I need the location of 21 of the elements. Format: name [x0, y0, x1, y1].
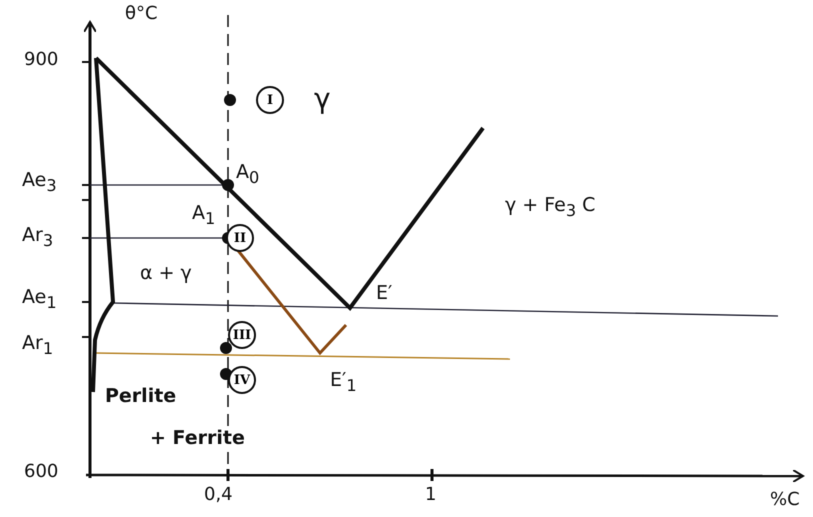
tick-label: Ae$_{3}$ [22, 170, 57, 195]
circled-numeral: IV [228, 366, 256, 394]
axis-label: %C [770, 490, 800, 510]
circled-numeral: I [256, 86, 284, 114]
tick-label: Ae$_{1}$ [22, 287, 57, 312]
axis-label: θ°C [125, 4, 158, 24]
phase-label: γ [314, 84, 331, 115]
phase-label: γ + Fe$_{3}$ C [505, 195, 596, 220]
point-label: E′ [376, 283, 392, 304]
tick-label: Ar$_{3}$ [22, 225, 54, 250]
tick-label: Ar$_{1}$ [22, 333, 54, 358]
point-label: A$_{0}$ [236, 162, 260, 187]
tick-label: 0,4 [204, 485, 233, 505]
tick-label: 600 [24, 462, 58, 482]
point-label: E′$_{1}$ [330, 370, 357, 395]
phase-label: α + γ [140, 263, 192, 284]
tick-label: 900 [24, 50, 58, 70]
point-label: A$_{1}$ [192, 203, 216, 228]
tick-label: 1 [425, 485, 436, 505]
circled-numeral: III [228, 321, 256, 349]
circled-numeral: II [226, 224, 254, 252]
